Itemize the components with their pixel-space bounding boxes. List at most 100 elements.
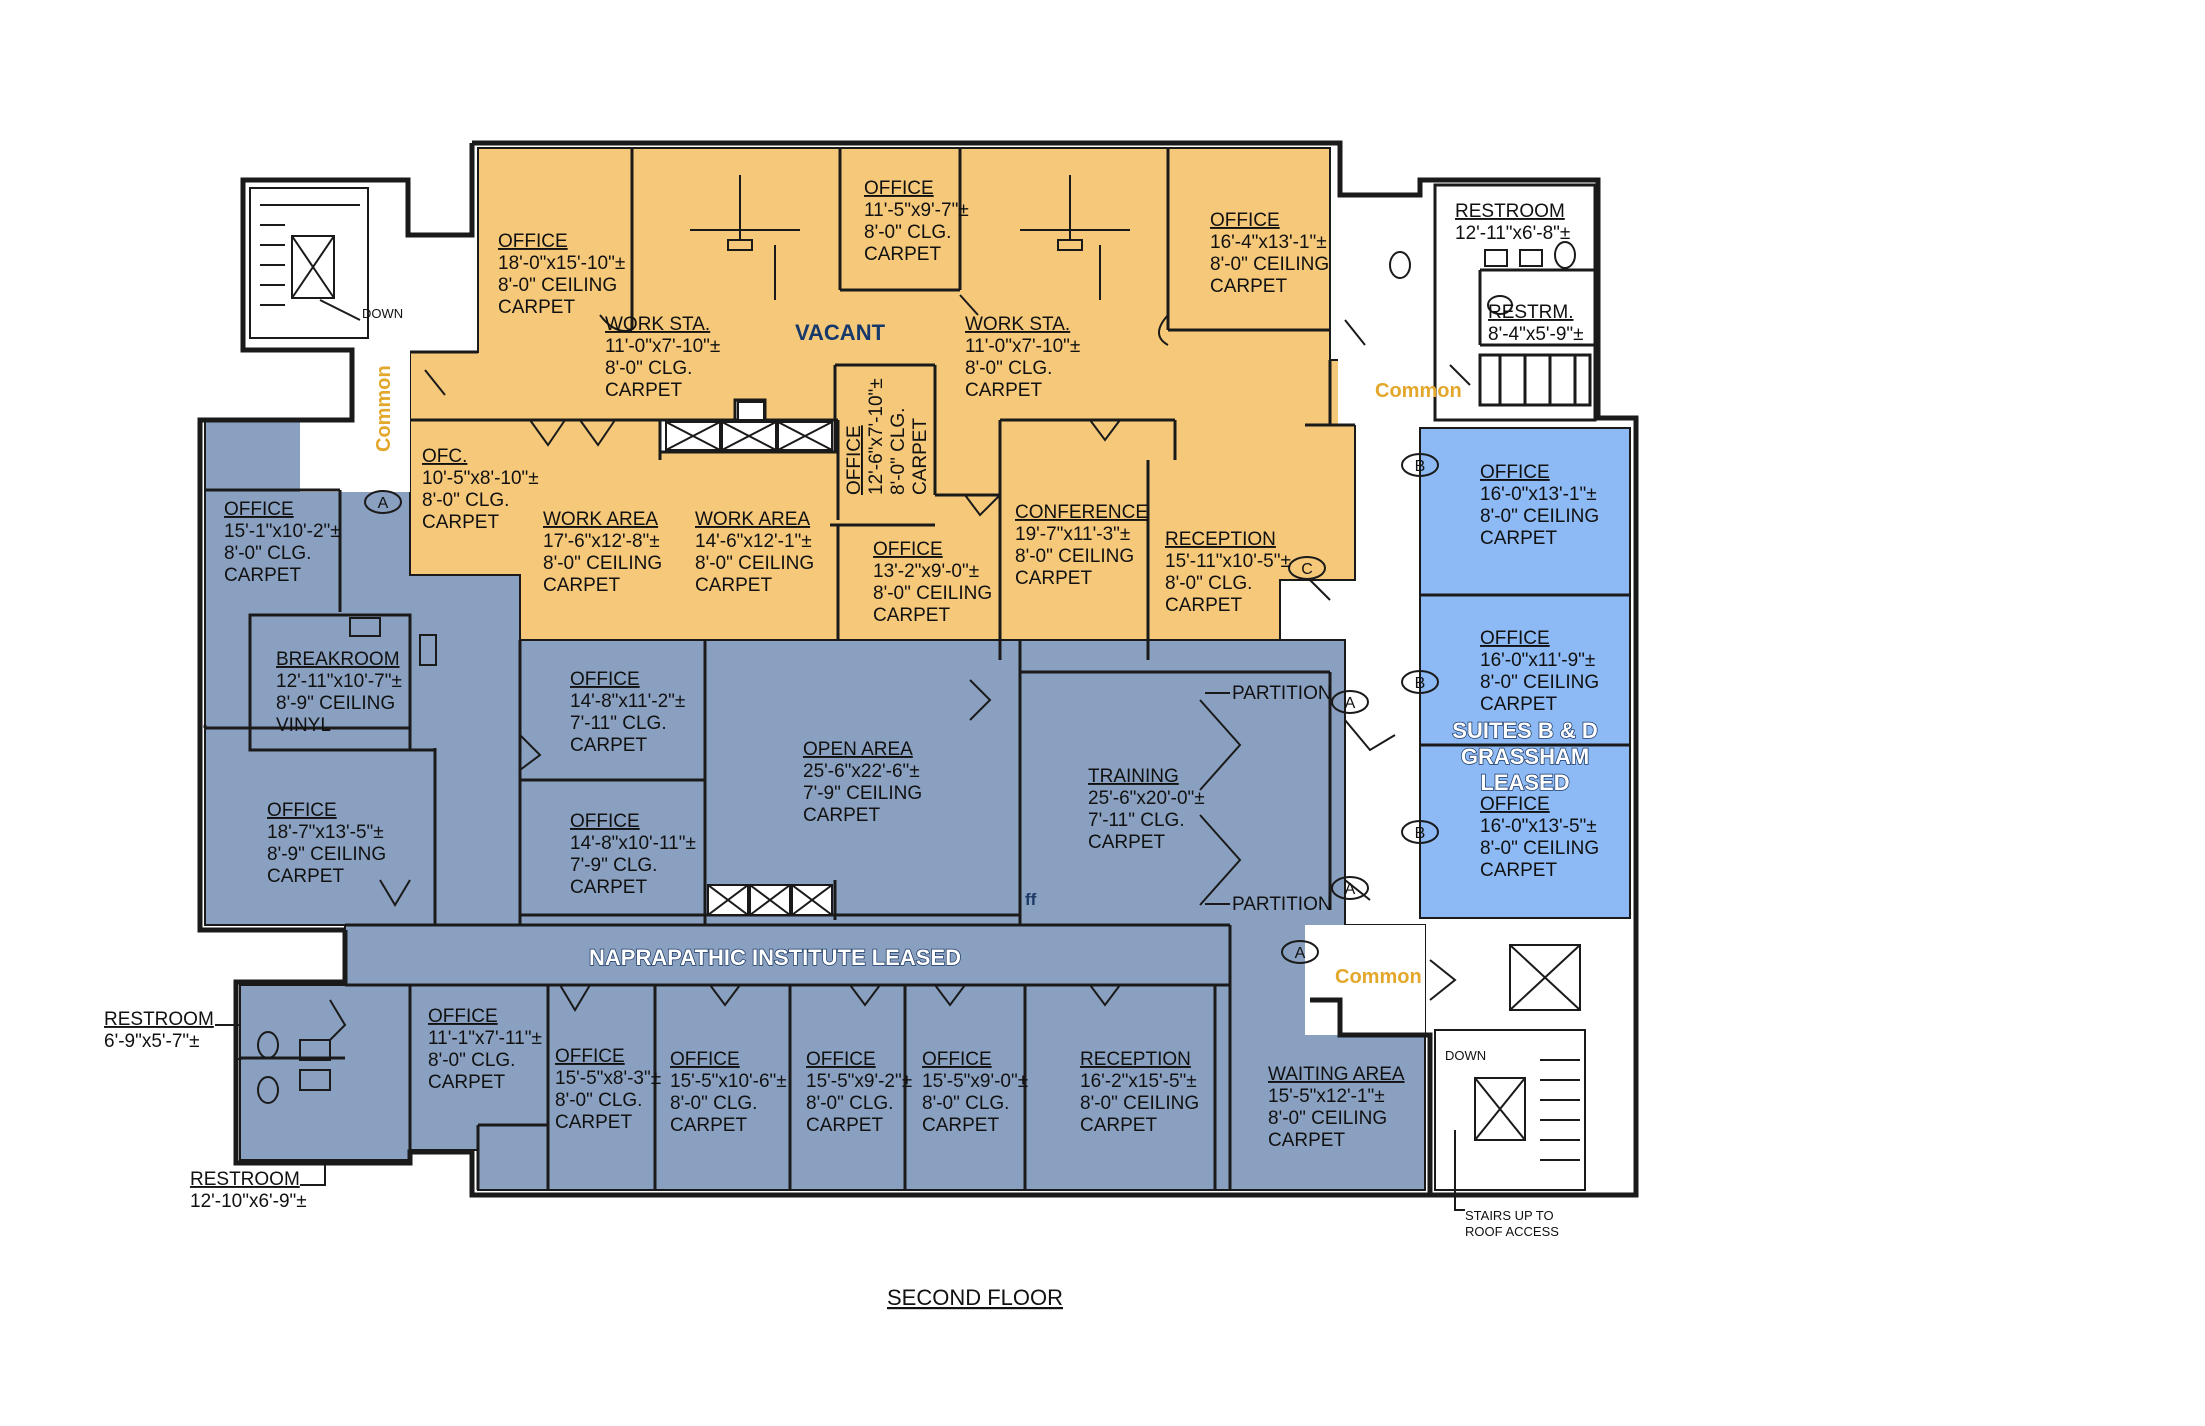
- room-detail-line: 6'-9"x5'-7"±: [104, 1031, 200, 1052]
- room-detail-line: 14'-6"x12'-1"±: [695, 531, 812, 552]
- marker-a-4: A: [1281, 940, 1319, 964]
- marker-a-1: A: [364, 490, 402, 514]
- work-station-desks: [690, 175, 1130, 300]
- room-name: WAITING AREA: [1268, 1064, 1405, 1085]
- room-detail-line: 11'-0"x7'-10"±: [605, 336, 720, 357]
- svg-text:B: B: [1415, 825, 1426, 842]
- svg-text:A: A: [1295, 945, 1306, 962]
- suites-zone: [1419, 427, 1631, 919]
- partition-label-1: PARTITION: [1232, 683, 1332, 704]
- room-detail-line: 12'-11"x10'-7"±: [276, 671, 402, 692]
- room-detail-line: 8'-0" CLG.: [224, 543, 311, 564]
- room-detail-line: 15'-5"x8'-3"±: [555, 1068, 661, 1089]
- room-detail-line: 8'-0" CLG.: [806, 1093, 893, 1114]
- room-detail-line: 8'-0" CEILING: [873, 583, 992, 604]
- room-detail-line: CARPET: [543, 575, 620, 596]
- zone-label-naprapathic: NAPRAPATHIC INSTITUTE LEASED: [589, 945, 961, 970]
- room-name: BREAKROOM: [276, 649, 400, 670]
- common-label-left: Common: [373, 365, 395, 452]
- room-detail-line: 11'-1"x7'-11"±: [428, 1028, 542, 1049]
- room-detail-line: 8'-0" CEILING: [1210, 254, 1329, 275]
- room-name: TRAINING: [1088, 766, 1179, 787]
- room-name: WORK AREA: [695, 509, 810, 530]
- marker-c: C: [1288, 556, 1326, 580]
- room-detail-line: 18'-0"x15'-10"±: [498, 253, 625, 274]
- marker-b-3: B: [1401, 820, 1439, 844]
- svg-text:C: C: [1301, 561, 1313, 578]
- room-detail-line: 8'-9" CEILING: [267, 844, 386, 865]
- room-detail-line: 15'-5"x12'-1"±: [1268, 1086, 1385, 1107]
- restroom-left2-leader: [300, 1160, 326, 1186]
- room-name: OFFICE: [806, 1049, 876, 1070]
- room-detail-line: 12'-11"x6'-8"±: [1455, 223, 1570, 244]
- room-detail-line: 8'-0" CLG.: [422, 490, 509, 511]
- room-detail-line: 7'-9" CLG.: [570, 855, 657, 876]
- room-detail-line: 8'-0" CEILING: [1480, 838, 1599, 859]
- room-label-office-vertical: OFFICE12'-6"x7'-10"±8'-0" CLG.CARPET: [844, 378, 931, 495]
- room-name: OFFICE: [570, 669, 640, 690]
- room-name: OFFICE: [844, 425, 865, 495]
- room-detail-line: CARPET: [428, 1072, 505, 1093]
- room-detail-line: 8'-0" CEILING: [695, 553, 814, 574]
- svg-text:A: A: [378, 495, 389, 512]
- zone-label-suites-line2: GRASSHAM: [1461, 744, 1589, 769]
- room-detail-line: 8'-0" CEILING: [1268, 1108, 1387, 1129]
- room-detail-line: CARPET: [267, 866, 344, 887]
- room-detail-line: CARPET: [1015, 568, 1092, 589]
- room-name: RECEPTION: [1080, 1049, 1191, 1070]
- room-detail-line: CARPET: [1480, 860, 1557, 881]
- room-detail-line: 15'-1"x10'-2"±: [224, 521, 341, 542]
- room-detail-line: 8'-0" CLG.: [605, 358, 692, 379]
- room-detail-line: 19'-7"x11'-3"±: [1015, 524, 1130, 545]
- room-label-ofc-10-5: OFC.10'-5"x8'-10"±8'-0" CLG.CARPET: [422, 446, 539, 533]
- room-detail-line: 17'-6"x12'-8"±: [543, 531, 660, 552]
- door-swings: [329, 294, 1471, 1041]
- room-name: RESTROOM: [190, 1169, 300, 1190]
- room-name: OFFICE: [864, 178, 934, 199]
- room-detail-line: 12'-6"x7'-10"±: [866, 378, 887, 495]
- stair-tower-right: [1434, 944, 1586, 1191]
- room-detail-line: 8'-0" CLG.: [1165, 573, 1252, 594]
- room-detail-line: 14'-8"x11'-2"±: [570, 691, 685, 712]
- room-detail-line: 25'-6"x20'-0"±: [1088, 788, 1205, 809]
- stair-down-label-right: DOWN: [1445, 1048, 1486, 1063]
- room-detail-line: 15'-5"x9'-2"±: [806, 1071, 912, 1092]
- room-detail-line: 8'-0" CLG.: [670, 1093, 757, 1114]
- room-detail-line: CARPET: [1480, 528, 1557, 549]
- restroom-fixtures: [257, 241, 1576, 1104]
- room-detail-line: CARPET: [864, 244, 941, 265]
- room-detail-line: 7'-11" CLG.: [1088, 810, 1185, 831]
- room-detail-line: 8'-0" CLG.: [555, 1090, 642, 1111]
- room-detail-line: CARPET: [873, 605, 950, 626]
- room-name: RESTROOM: [1455, 201, 1565, 222]
- room-detail-line: 15'-11"x10'-5"±: [1165, 551, 1291, 572]
- marker-b-1: B: [1401, 453, 1439, 477]
- room-name: OFFICE: [1480, 794, 1550, 815]
- room-detail-line: 14'-8"x10'-11"±: [570, 833, 696, 854]
- room-name: OFFICE: [1480, 628, 1550, 649]
- svg-text:B: B: [1415, 458, 1426, 475]
- room-detail-line: CARPET: [605, 380, 682, 401]
- common-label-bottom-right: Common: [1335, 966, 1422, 988]
- room-detail-line: 16'-0"x11'-9"±: [1480, 650, 1595, 671]
- room-name: OFFICE: [670, 1049, 740, 1070]
- room-detail-line: CARPET: [498, 297, 575, 318]
- marker-a-3: A: [1331, 876, 1369, 900]
- room-detail-line: 7'-11" CLG.: [570, 713, 667, 734]
- zone-label-vacant: VACANT: [795, 320, 886, 345]
